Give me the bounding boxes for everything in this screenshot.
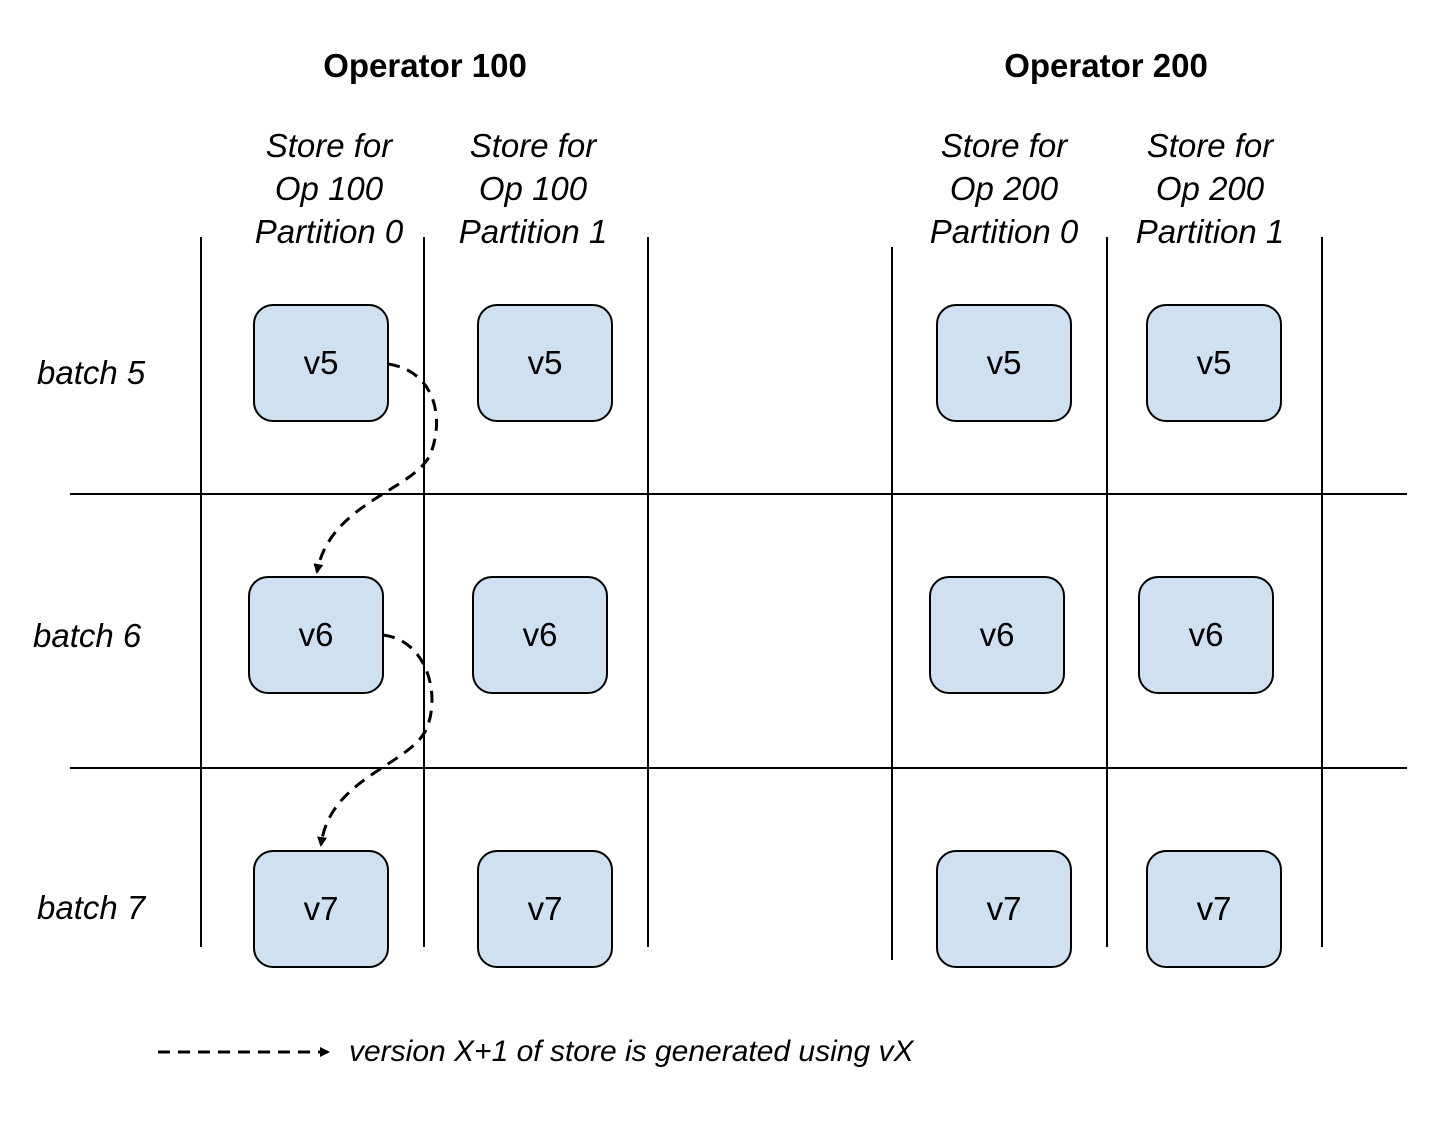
version-box-op200-p0-batch6: v6 xyxy=(929,576,1065,694)
store-label-line: Partition 1 xyxy=(458,213,608,250)
batch-label-5: batch 5 xyxy=(37,354,146,391)
store-label-line: Op 200 xyxy=(1155,170,1265,207)
dependency-arrow-v6-to-v7 xyxy=(317,633,434,847)
store-label-line: Op 200 xyxy=(949,170,1059,207)
legend-text: version X+1 of store is generated using … xyxy=(349,1035,914,1068)
store-label-line: Store for xyxy=(265,127,393,164)
version-box-op200-p1-batch5: v5 xyxy=(1146,304,1282,422)
version-box-op200-p1-batch6: v6 xyxy=(1138,576,1274,694)
store-label-line: Store for xyxy=(469,127,597,164)
store-label-line: Partition 0 xyxy=(929,213,1079,250)
version-box-op200-p0-batch5: v5 xyxy=(936,304,1072,422)
store-label-op200-p1: Store for Op 200 Partition 1 xyxy=(1110,124,1310,253)
version-box-op100-p0-batch7: v7 xyxy=(253,850,389,968)
store-label-line: Store for xyxy=(1146,127,1274,164)
version-box-op100-p1-batch6: v6 xyxy=(472,576,608,694)
store-label-line: Partition 1 xyxy=(1135,213,1285,250)
version-box-op200-p1-batch7: v7 xyxy=(1146,850,1282,968)
batch-label-7: batch 7 xyxy=(37,889,146,926)
operator-100-title: Operator 100 xyxy=(323,47,527,84)
version-box-op100-p1-batch5: v5 xyxy=(477,304,613,422)
store-label-op100-p1: Store for Op 100 Partition 1 xyxy=(433,124,633,253)
version-box-op100-p1-batch7: v7 xyxy=(477,850,613,968)
store-label-line: Store for xyxy=(940,127,1068,164)
version-box-op200-p0-batch7: v7 xyxy=(936,850,1072,968)
dependency-arrow-v5-to-v6 xyxy=(313,362,439,574)
batch-label-6: batch 6 xyxy=(33,617,142,654)
store-label-op200-p0: Store for Op 200 Partition 0 xyxy=(904,124,1104,253)
store-label-line: Partition 0 xyxy=(254,213,404,250)
version-box-op100-p0-batch5: v5 xyxy=(253,304,389,422)
operator-200-title: Operator 200 xyxy=(1004,47,1208,84)
store-label-line: Op 100 xyxy=(274,170,384,207)
store-label-op100-p0: Store for Op 100 Partition 0 xyxy=(229,124,429,253)
version-box-op100-p0-batch6: v6 xyxy=(248,576,384,694)
store-label-line: Op 100 xyxy=(478,170,588,207)
